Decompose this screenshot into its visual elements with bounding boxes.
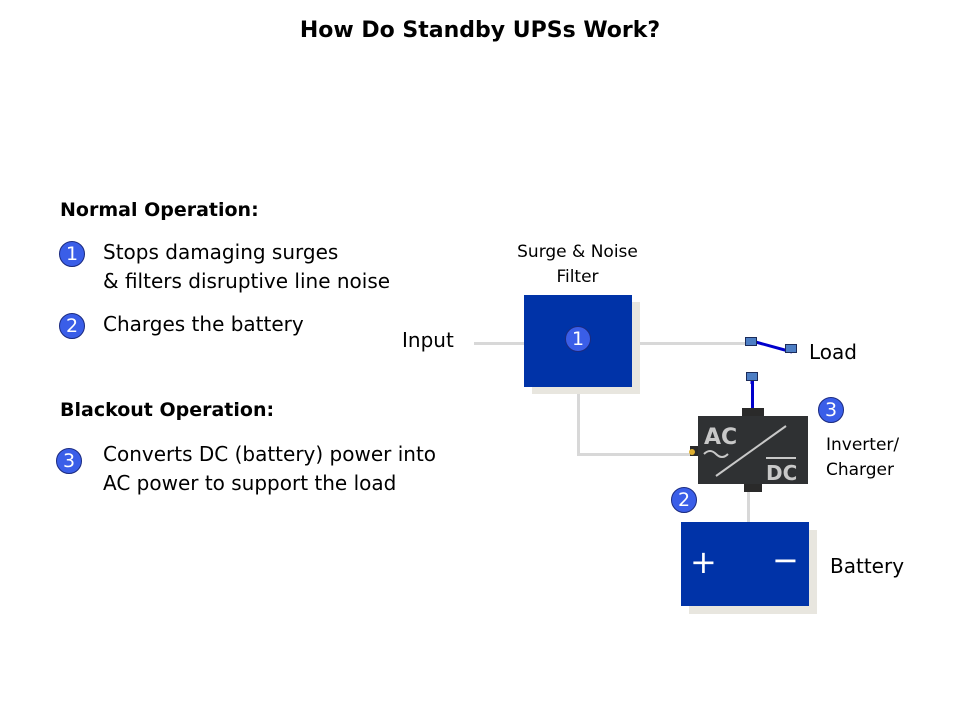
page-title: How Do Standby UPSs Work? — [299, 18, 661, 43]
inverter-badge: 3 — [818, 397, 844, 423]
blackout-item-1-line-2: AC power to support the load — [103, 471, 397, 495]
filter-badge: 1 — [565, 326, 591, 352]
inverter-bottom-terminal — [744, 482, 762, 492]
normal-operation-heading: Normal Operation: — [60, 199, 259, 221]
switch-contact-inverter — [746, 372, 758, 381]
filter-to-inverter-wire-horizontal — [577, 453, 691, 456]
inverter-switch-lead — [751, 381, 754, 411]
input-wire — [474, 342, 526, 345]
switch-contact-load — [785, 344, 797, 353]
blackout-item-1-line-1: Converts DC (battery) power into — [103, 442, 437, 466]
input-label: Input — [402, 328, 454, 352]
battery-label: Battery — [830, 554, 905, 578]
inverter-label-line-2: Charger — [826, 460, 894, 480]
ac-wave-icon — [703, 450, 729, 458]
inverter-divider — [715, 425, 787, 477]
load-label: Load — [809, 340, 857, 364]
filter-to-load-wire — [640, 342, 746, 345]
switch-contact-line — [745, 337, 757, 346]
filter-label: Surge & Noise Filter — [490, 240, 665, 290]
blackout-item-1: Converts DC (battery) power into AC powe… — [103, 440, 436, 498]
filter-label-line-1: Surge & Noise — [517, 242, 638, 262]
normal-item-2: Charges the battery — [103, 310, 304, 339]
filter-to-inverter-wire-vertical — [577, 392, 580, 456]
inverter-side-terminal — [690, 446, 700, 456]
inverter-top-terminal — [742, 408, 764, 418]
inverter-side-contact — [689, 449, 695, 455]
inverter-dc-text: DC — [766, 461, 797, 485]
step-badge-2: 2 — [59, 313, 85, 339]
step-badge-1: 1 — [59, 241, 85, 267]
step-badge-3: 3 — [56, 448, 82, 474]
inverter-label: Inverter/ Charger — [826, 433, 899, 483]
inverter-ac-text: AC — [704, 425, 737, 450]
inverter-charger-icon: AC DC — [689, 408, 808, 492]
normal-item-1: Stops damaging surges & filters disrupti… — [103, 238, 390, 296]
filter-label-line-2: Filter — [556, 267, 599, 287]
battery-minus-icon: − — [772, 541, 799, 579]
battery-badge: 2 — [671, 487, 697, 513]
inverter-to-battery-wire — [747, 492, 750, 524]
normal-item-1-line-2: & filters disruptive line noise — [103, 269, 391, 293]
normal-item-2-line-1: Charges the battery — [103, 312, 304, 336]
battery-block — [681, 522, 809, 606]
inverter-label-line-1: Inverter/ — [826, 435, 900, 455]
battery-plus-icon: + — [690, 543, 717, 581]
normal-item-1-line-1: Stops damaging surges — [103, 240, 339, 264]
blackout-operation-heading: Blackout Operation: — [60, 399, 275, 421]
